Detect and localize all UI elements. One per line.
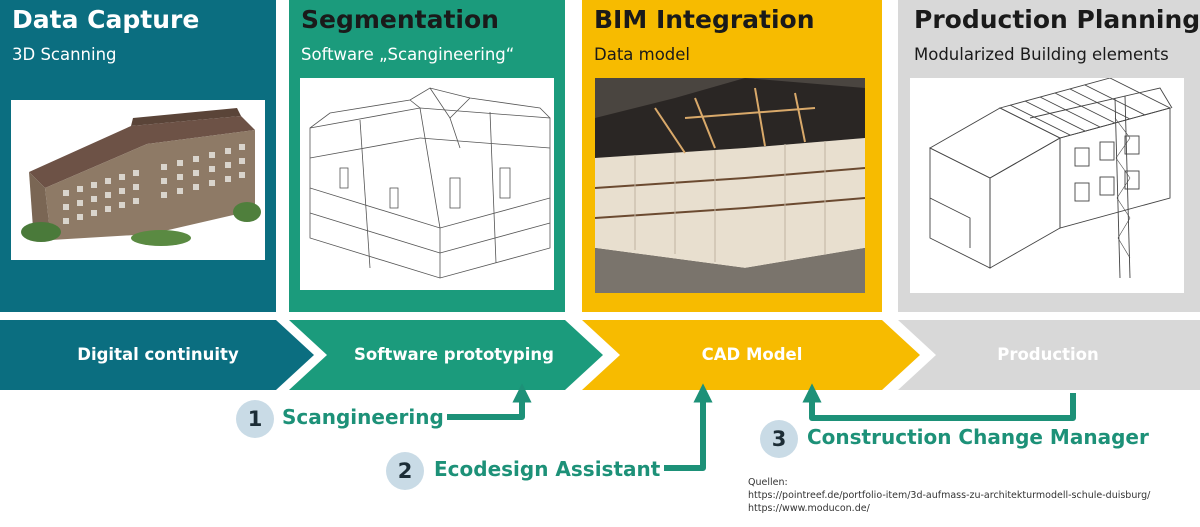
source-link[interactable]: https://pointreef.de/portfolio-item/3d-a…: [748, 490, 1151, 501]
tool-label-ecodesign-assistant: Ecodesign Assistant: [434, 457, 661, 481]
flow-label-software-prototyping: Software prototyping: [354, 345, 554, 364]
sources-heading: Quellen:: [748, 477, 788, 488]
arrow-scangineering: [447, 383, 532, 420]
panel-production-planning: Production Planning Modularized Building…: [898, 0, 1200, 312]
panel-title: Production Planning: [914, 5, 1200, 34]
tool-number-badge: 2: [386, 452, 424, 490]
segmentation-drawing-image: [300, 78, 554, 290]
sources-block: Quellen: https://pointreef.de/portfolio-…: [748, 476, 1150, 515]
flow-arrow-cad-model: [582, 320, 920, 390]
bim-model-image: [595, 78, 865, 293]
source-link[interactable]: https://www.moducon.de/: [748, 503, 870, 514]
flow-label-cad-model: CAD Model: [701, 345, 803, 364]
flow-arrow-digital-continuity: [0, 320, 314, 390]
modular-building-drawing-image: [910, 78, 1184, 293]
flow-label-digital-continuity: Digital continuity: [77, 345, 239, 364]
flow-label-production: Production: [997, 345, 1099, 364]
panel-subtitle: 3D Scanning: [12, 45, 117, 64]
arrow-construction-change-manager: [802, 383, 1076, 421]
panel-title: Segmentation: [301, 5, 499, 34]
panel-data-capture: Data Capture 3D Scanning: [0, 0, 276, 312]
panel-bim-integration: BIM Integration Data model: [582, 0, 882, 312]
scan-photo-image: [11, 100, 265, 260]
panel-subtitle: Modularized Building elements: [914, 45, 1169, 64]
tool-number-badge: 1: [236, 400, 274, 438]
panel-subtitle: Data model: [594, 45, 691, 64]
flow-arrow-production: [898, 320, 1200, 390]
panel-title: BIM Integration: [594, 5, 815, 34]
arrow-ecodesign-assistant: [664, 383, 713, 471]
panel-subtitle: Software „Scangineering“: [301, 45, 515, 64]
panel-segmentation: Segmentation Software „Scangineering“: [289, 0, 565, 312]
tool-number-badge: 3: [760, 420, 798, 458]
process-flow-arrows: [0, 320, 1200, 390]
panel-title: Data Capture: [12, 5, 200, 34]
flow-arrow-software-prototyping: [289, 320, 603, 390]
tool-label-scangineering: Scangineering: [282, 405, 444, 429]
tool-label-construction-change-manager: Construction Change Manager: [807, 425, 1149, 449]
